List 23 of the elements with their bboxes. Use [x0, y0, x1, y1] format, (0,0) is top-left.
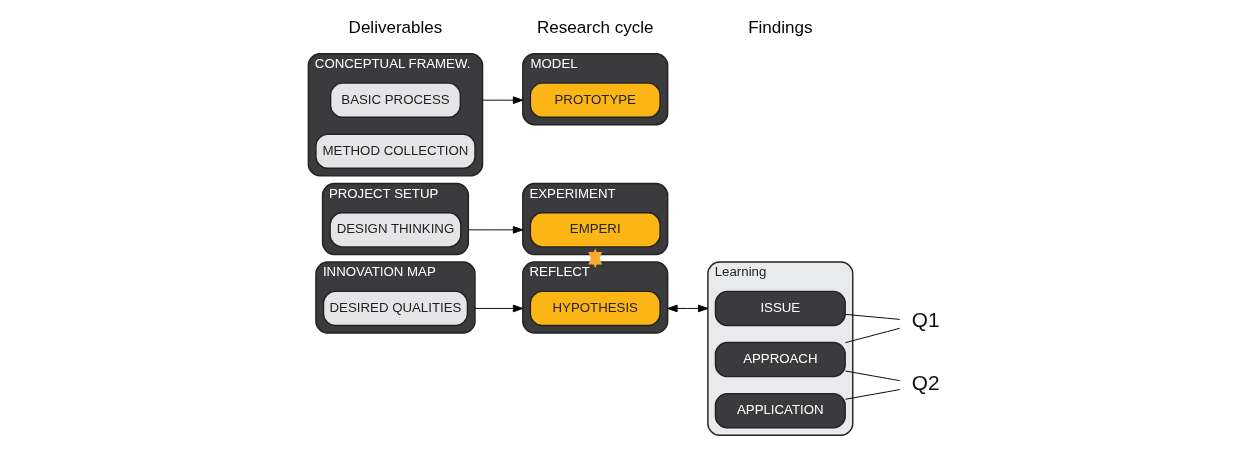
connector — [844, 327, 900, 344]
arrow — [481, 96, 523, 104]
arrow — [474, 304, 523, 313]
connector — [844, 370, 900, 382]
arrow — [467, 226, 523, 234]
label: Research cycle — [536, 18, 653, 38]
node-box: HYPOTHESIS — [529, 290, 661, 327]
node-box: DESIGN THINKING — [328, 212, 461, 248]
label: Deliverables — [348, 18, 442, 38]
node-box: METHOD COLLECTION — [314, 133, 476, 170]
connector — [844, 313, 900, 320]
node-box: BASIC PROCESS — [329, 82, 461, 118]
node-box: ISSUE — [714, 290, 846, 327]
node-box: DESIRED QUALITIES — [322, 290, 468, 327]
node-text: Q2 — [911, 371, 940, 395]
node-text: Q1 — [911, 308, 940, 331]
node-box: PROTOTYPE — [529, 82, 661, 118]
node-box: APPLICATION — [714, 392, 846, 429]
arrow — [666, 304, 708, 313]
node-box: EMPERI — [529, 212, 661, 248]
connector — [844, 389, 900, 400]
label: Findings — [747, 18, 813, 38]
node-box: APPROACH — [714, 341, 846, 378]
